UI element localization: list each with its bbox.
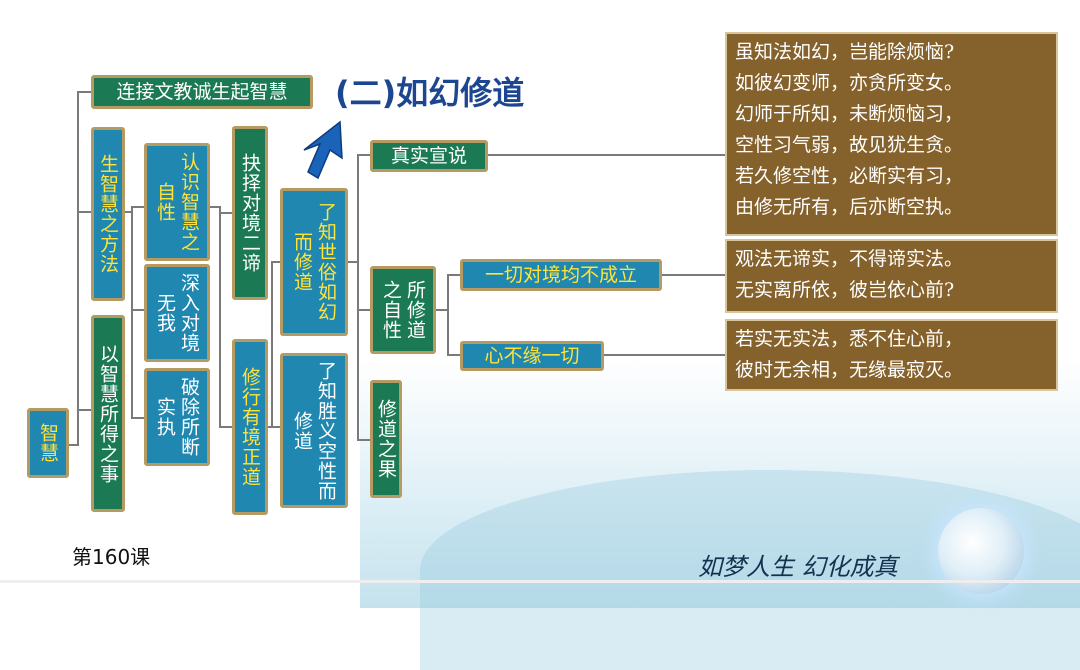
node-recognize: 认识智慧之自性 (144, 143, 210, 261)
node-practice: 修行有境正道 (232, 339, 268, 515)
node-allobj: 一切对境均不成立 (460, 259, 662, 291)
verse-line: 无实离所依，彼岂依心前? (735, 279, 955, 301)
node-break: 破除所断实执 (144, 368, 210, 466)
node-matter: 以智慧所得之事 (91, 315, 125, 512)
node-choose: 抉择对境二谛 (232, 126, 268, 300)
brand-slogan: 如梦人生 幻化成真 (698, 553, 898, 581)
verse-line: 空性习气弱，故见犹生贪。 (735, 134, 964, 156)
verse-line: 观法无谛实，不得谛实法。 (735, 248, 964, 270)
node-connect: 连接文教诚生起智慧 (91, 75, 313, 109)
verse-line: 若久修空性，必断实有习， (735, 165, 964, 187)
verse-line: 若实无实法，悉不住心前， (735, 328, 964, 350)
verse-box-3: 若实无实法，悉不住心前， 彼时无余相，无缘最寂灭。 (725, 319, 1058, 391)
node-worldly: 了知世俗如幻而修道 (280, 188, 348, 336)
bottom-divider (0, 580, 1080, 583)
node-nature: 所修道之自性 (370, 266, 436, 354)
verse-line: 彼时无余相，无缘最寂灭。 (735, 359, 964, 381)
verse-box-1: 虽知法如幻，岂能除烦恼? 如彼幻变师，亦贪所变女。 幻师于所知，未断烦恼习， 空… (725, 32, 1058, 236)
connector-lines (68, 91, 727, 446)
lesson-number: 第160课 (72, 545, 151, 569)
page-title: (二)如幻修道 (335, 74, 525, 112)
arrow-icon (303, 120, 343, 180)
node-mind: 心不缘一切 (460, 341, 604, 371)
node-fruit: 修道之果 (370, 380, 402, 498)
node-method: 生智慧之方法 (91, 127, 125, 301)
verse-line: 虽知法如幻，岂能除烦恼? (735, 41, 955, 63)
node-truth: 真实宣说 (370, 140, 488, 172)
verse-line: 由修无所有，后亦断空执。 (735, 196, 964, 218)
node-deep: 深入对境无我 (144, 264, 210, 362)
node-ultimate: 了知胜义空性而修道 (280, 353, 348, 508)
verse-box-2: 观法无谛实，不得谛实法。 无实离所依，彼岂依心前? (725, 239, 1058, 313)
verse-line: 如彼幻变师，亦贪所变女。 (735, 72, 964, 94)
node-root: 智慧 (27, 408, 69, 478)
moon-image (938, 508, 1024, 594)
verse-line: 幻师于所知，未断烦恼习， (735, 103, 964, 125)
